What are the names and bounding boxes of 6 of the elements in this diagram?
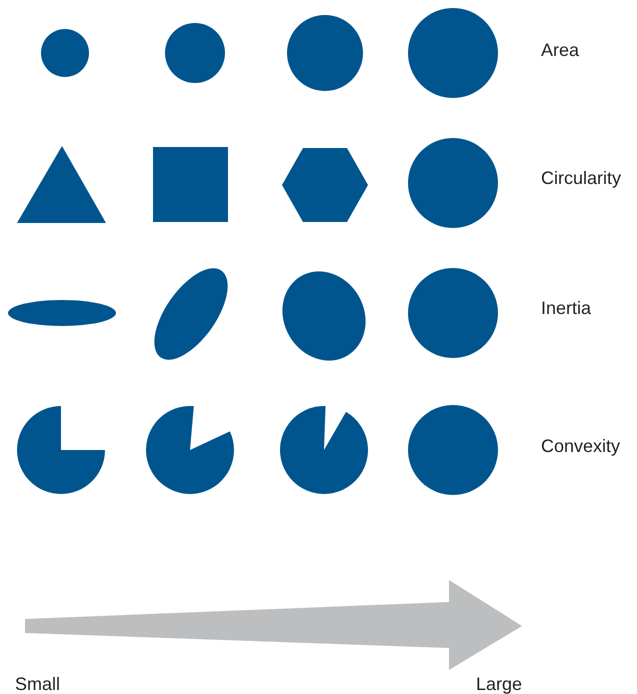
row-label: Area (541, 40, 580, 60)
scale-label: Large (476, 674, 522, 694)
row-label: Circularity (541, 168, 622, 188)
scale-label: Small (15, 674, 60, 694)
row-label: Inertia (541, 298, 592, 318)
row-label: Convexity (541, 436, 620, 456)
